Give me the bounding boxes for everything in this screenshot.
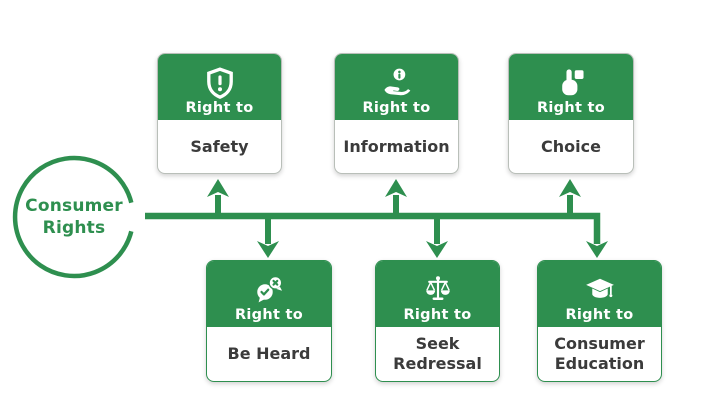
shield-exclamation-icon (206, 66, 233, 99)
card-head: Right to (158, 54, 281, 120)
card-head: Right to (335, 54, 458, 120)
right-card-information: Right to Information (334, 53, 459, 174)
card-prefix: Right to (565, 306, 634, 323)
card-body: Consumer Education (538, 327, 661, 381)
card-head: Right to (207, 261, 331, 327)
hub-label-line1: Consumer (25, 195, 123, 216)
info-hand-icon (383, 68, 410, 95)
speech-bubbles-icon (257, 275, 283, 302)
hub-label-line2: Rights (42, 218, 106, 238)
card-title: Information (343, 136, 450, 156)
tap-select-icon (562, 68, 584, 95)
right-card-choice: Right to Choice (508, 53, 634, 174)
card-title: Be Heard (227, 344, 311, 363)
arrow-up-information (385, 179, 407, 197)
card-prefix: Right to (403, 306, 472, 323)
card-prefix: Right to (185, 99, 254, 116)
card-body: Safety (158, 120, 281, 173)
card-title: Safety (190, 136, 249, 156)
hub-circle-outline (12, 155, 134, 279)
arrow-down-consumer-education (586, 241, 608, 258)
card-prefix: Right to (234, 306, 304, 323)
card-body: Seek Redressal (376, 327, 499, 381)
card-body: Information (335, 120, 458, 173)
arrow-down-seek-redressal (426, 241, 448, 258)
card-head: Right to (376, 261, 499, 327)
card-body: Choice (509, 120, 633, 173)
card-title: Choice (541, 136, 601, 156)
right-card-be-heard: Right to Be Heard (206, 260, 332, 382)
right-card-consumer-education: Right to Consumer Education (537, 260, 662, 382)
hub-consumer-rights: Consumer Rights (14, 158, 134, 276)
trunk-line (145, 212, 601, 244)
right-card-safety: Right to Safety (157, 53, 282, 174)
card-title: Consumer Education (554, 334, 645, 373)
card-title: Seek Redressal (393, 334, 482, 373)
card-head: Right to (509, 54, 633, 120)
card-head: Right to (538, 261, 661, 327)
card-body: Be Heard (207, 327, 331, 381)
justice-scales-icon (425, 275, 450, 300)
right-card-seek-redressal: Right to Seek Redressal (375, 260, 500, 382)
arrow-up-safety (207, 179, 229, 197)
graduation-cap-icon (585, 278, 614, 298)
card-prefix: Right to (536, 99, 606, 116)
arrow-up-choice (559, 179, 581, 197)
card-prefix: Right to (362, 99, 431, 116)
arrow-down-be-heard (257, 241, 279, 258)
